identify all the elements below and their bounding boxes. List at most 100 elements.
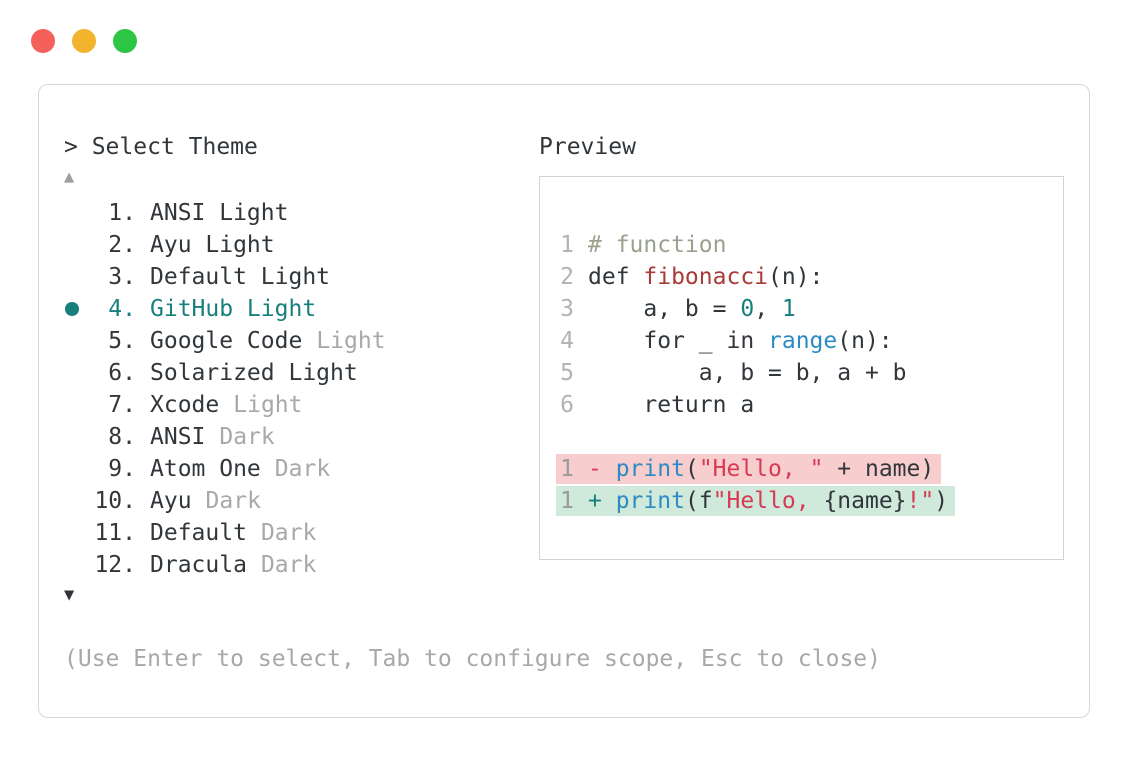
prompt-caret-icon: >	[64, 134, 92, 160]
line-number: 1	[560, 488, 574, 514]
preview-title: Preview	[539, 134, 636, 160]
theme-list-item[interactable]: 1. ANSI Light	[64, 197, 1064, 229]
theme-list-item[interactable]: 12. Dracula Dark	[64, 549, 1064, 581]
code-tokens: def fibonacci(n):	[588, 264, 823, 290]
token-added-sign: +	[588, 488, 616, 514]
token-code: for _ in	[588, 328, 769, 354]
palette-title: Select Theme	[91, 134, 258, 160]
theme-number: 2.	[108, 232, 136, 258]
theme-variant: Dark	[260, 520, 317, 546]
code-tokens: return a	[588, 392, 754, 418]
code-tokens: a, b = 0, 1	[588, 296, 796, 322]
theme-variant: Dark	[205, 488, 261, 514]
theme-number: 12.	[94, 552, 136, 578]
theme-variant: Dark	[274, 456, 331, 482]
token-builtin: print	[615, 456, 685, 482]
theme-list-item[interactable]: 2. Ayu Light	[64, 229, 1064, 261]
token-code: )	[934, 488, 949, 514]
theme-list-item[interactable]: 10. Ayu Dark	[64, 485, 1064, 517]
theme-name: Ayu Light	[150, 232, 275, 258]
line-number: 1	[560, 456, 574, 482]
theme-number: 7.	[108, 392, 136, 418]
theme-name: Ayu	[150, 488, 192, 514]
close-button[interactable]	[31, 29, 55, 53]
theme-number: 9.	[108, 456, 136, 482]
theme-name: ANSI	[150, 424, 206, 450]
theme-variant: Light	[233, 392, 303, 418]
token-code: def	[588, 264, 644, 290]
line-number: 4	[560, 328, 574, 354]
theme-list-item[interactable]: 4.GitHub Light	[64, 293, 1064, 325]
zoom-button[interactable]	[113, 29, 137, 53]
token-code: + name)	[823, 456, 935, 482]
theme-name: Solarized Light	[150, 360, 358, 386]
token-number: 1	[781, 296, 796, 322]
theme-selector-panel: > Select Theme ▲ 1. ANSI Light 2. Ayu Light…	[64, 133, 1064, 673]
code-tokens: + print(f"Hello, {name}!")	[588, 488, 948, 514]
theme-list-item[interactable]: 9. Atom One Dark	[64, 453, 1064, 485]
theme-number: 1.	[108, 200, 136, 226]
bullet-slot	[64, 302, 94, 316]
token-code: (n):	[837, 328, 893, 354]
code-tokens: for _ in range(n):	[588, 328, 893, 354]
line-number: 1	[560, 232, 574, 258]
code-tokens: a, b = b, a + b	[588, 360, 907, 386]
code-line: 6 return a	[560, 389, 955, 421]
line-number: 2	[560, 264, 574, 290]
diff-highlight: 1 + print(f"Hello, {name}!")	[556, 486, 956, 516]
line-number: 6	[560, 392, 574, 418]
token-string: !"	[906, 488, 935, 514]
theme-number: 3.	[108, 264, 136, 290]
token-builtin: print	[615, 488, 685, 514]
theme-number: 8.	[108, 424, 136, 450]
code-tokens: # function	[588, 232, 726, 258]
selected-bullet-icon	[65, 302, 79, 316]
theme-number: 10.	[94, 488, 136, 514]
theme-variant: Dark	[219, 424, 275, 450]
token-code: (	[684, 456, 699, 482]
token-comment: # function	[588, 232, 727, 258]
theme-name: Dracula	[150, 552, 247, 578]
code-line: 1 # function	[560, 229, 955, 261]
token-string: "Hello,	[712, 488, 824, 514]
token-code: return a	[588, 392, 755, 418]
window-controls	[31, 29, 137, 53]
theme-name: Google Code	[150, 328, 303, 354]
theme-list-item[interactable]: 8. ANSI Dark	[64, 421, 1064, 453]
line-number: 5	[560, 360, 574, 386]
token-func: fibonacci	[643, 264, 769, 290]
token-removed-sign: -	[588, 456, 616, 482]
diff-added-line: 1 + print(f"Hello, {name}!")	[556, 485, 956, 517]
code-line: 5 a, b = b, a + b	[560, 357, 955, 389]
line-number: 3	[560, 296, 574, 322]
diff-removed-line: 1- print("Hello, " + name)	[556, 453, 955, 485]
help-text: (Use Enter to select, Tab to configure s…	[64, 646, 881, 672]
token-number: 0	[740, 296, 755, 322]
scroll-down-icon[interactable]: ▼	[64, 585, 75, 605]
theme-name: ANSI Light	[150, 200, 289, 226]
token-string: "Hello, "	[698, 456, 824, 482]
code-line: 2 def fibonacci(n):	[560, 261, 955, 293]
theme-list-item[interactable]: 3. Default Light	[64, 261, 1064, 293]
theme-list: 1. ANSI Light 2. Ayu Light 3. Default Light 4.…	[64, 197, 1064, 581]
theme-variant: Dark	[260, 552, 317, 578]
prompt-line: > Select Theme	[64, 133, 1064, 161]
diff-highlight: 1- print("Hello, " + name)	[556, 454, 942, 484]
token-builtin: range	[768, 328, 838, 354]
theme-variant: Light	[316, 328, 386, 354]
theme-name: Atom One	[150, 456, 261, 482]
theme-list-item[interactable]: 6.Solarized Light	[64, 357, 1064, 389]
token-code: (n):	[768, 264, 824, 290]
theme-name: Default Light	[150, 264, 331, 290]
theme-number: 4.	[108, 296, 136, 322]
token-code: ,	[754, 296, 782, 322]
minimize-button[interactable]	[72, 29, 96, 53]
scroll-up-icon[interactable]: ▲	[64, 167, 75, 187]
code-line: 3 a, b = 0, 1	[560, 293, 955, 325]
theme-picker-window: > Select Theme ▲ 1. ANSI Light 2. Ayu Light…	[38, 84, 1090, 718]
